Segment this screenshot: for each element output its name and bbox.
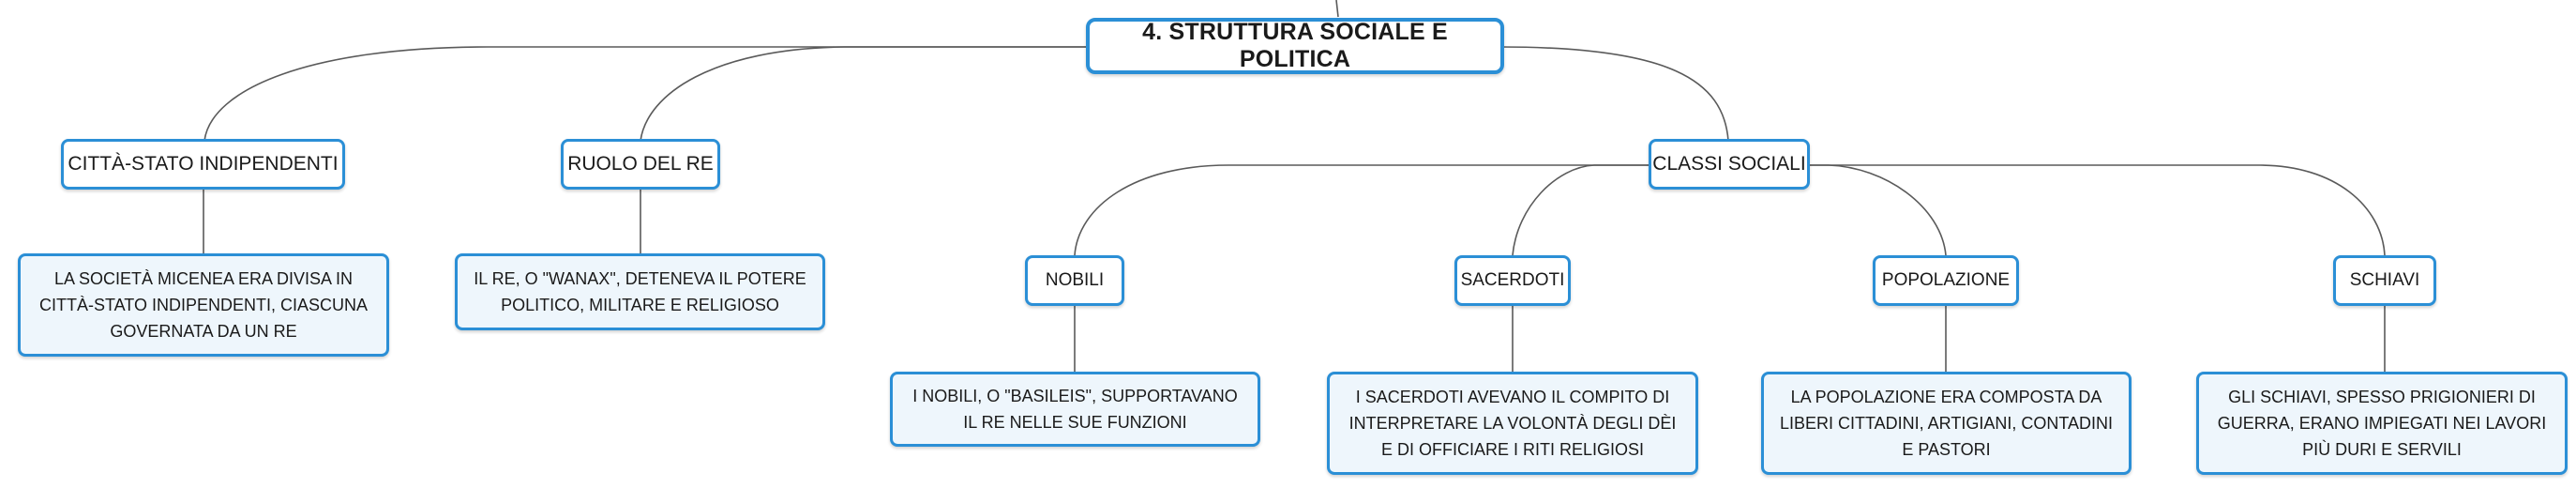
detail-citta-stato[interactable]: LA SOCIETÀ MICENEA ERA DIVISA IN CITTÀ-S… bbox=[18, 253, 389, 357]
detail-nobili-text: I NOBILI, O "BASILEIS", SUPPORTAVANO IL … bbox=[912, 387, 1238, 432]
connector-classi-sacerdoti bbox=[1512, 164, 1649, 256]
connector-root-parent bbox=[1335, 0, 1339, 18]
topic-classi-sociali[interactable]: CLASSI SOCIALI bbox=[1649, 139, 1810, 190]
detail-sacerdoti-text: I SACERDOTI AVEVANO IL COMPITO DI INTERP… bbox=[1348, 388, 1677, 459]
detail-schiavi[interactable]: GLI SCHIAVI, SPESSO PRIGIONIERI DI GUERR… bbox=[2196, 372, 2568, 475]
detail-ruolo-del-re[interactable]: IL RE, O "WANAX", DETENEVA IL POTERE POL… bbox=[455, 253, 825, 330]
detail-schiavi-text: GLI SCHIAVI, SPESSO PRIGIONIERI DI GUERR… bbox=[2217, 388, 2547, 459]
topic-sacerdoti[interactable]: SACERDOTI bbox=[1454, 255, 1571, 306]
connector-classi-schiavi bbox=[1808, 164, 2386, 256]
connector-root-classi bbox=[1499, 46, 1729, 142]
detail-ruolo-del-re-text: IL RE, O "WANAX", DETENEVA IL POTERE POL… bbox=[474, 269, 806, 314]
detail-popolazione[interactable]: LA POPOLAZIONE ERA COMPOSTA DA LIBERI CI… bbox=[1761, 372, 2132, 475]
topic-popolazione[interactable]: POPOLAZIONE bbox=[1873, 255, 2019, 306]
topic-ruolo-del-re-label: RUOLO DEL RE bbox=[567, 153, 714, 175]
detail-sacerdoti[interactable]: I SACERDOTI AVEVANO IL COMPITO DI INTERP… bbox=[1327, 372, 1698, 475]
topic-citta-stato[interactable]: CITTÀ-STATO INDIPENDENTI bbox=[61, 139, 345, 190]
topic-nobili[interactable]: NOBILI bbox=[1025, 255, 1124, 306]
connector-root-ruolo bbox=[640, 46, 1088, 142]
topic-citta-stato-label: CITTÀ-STATO INDIPENDENTI bbox=[68, 153, 339, 175]
root-topic[interactable]: 4. STRUTTURA SOCIALE E POLITICA bbox=[1086, 18, 1504, 74]
topic-sacerdoti-label: SACERDOTI bbox=[1460, 270, 1565, 290]
topic-nobili-label: NOBILI bbox=[1045, 270, 1105, 290]
topic-schiavi-label: SCHIAVI bbox=[2349, 270, 2420, 290]
root-topic-label: 4. STRUTTURA SOCIALE E POLITICA bbox=[1142, 19, 1448, 72]
topic-popolazione-label: POPOLAZIONE bbox=[1881, 270, 2011, 290]
detail-citta-stato-text: LA SOCIETÀ MICENEA ERA DIVISA IN CITTÀ-S… bbox=[38, 269, 369, 341]
topic-ruolo-del-re[interactable]: RUOLO DEL RE bbox=[561, 139, 720, 190]
topic-schiavi[interactable]: SCHIAVI bbox=[2333, 255, 2436, 306]
topic-classi-sociali-label: CLASSI SOCIALI bbox=[1652, 153, 1806, 175]
connector-root-cittastato bbox=[203, 46, 1088, 142]
connector-classi-nobili bbox=[1074, 164, 1649, 256]
detail-nobili[interactable]: I NOBILI, O "BASILEIS", SUPPORTAVANO IL … bbox=[890, 372, 1260, 447]
detail-popolazione-text: LA POPOLAZIONE ERA COMPOSTA DA LIBERI CI… bbox=[1779, 388, 2114, 459]
connector-classi-popolazione bbox=[1808, 164, 1947, 256]
